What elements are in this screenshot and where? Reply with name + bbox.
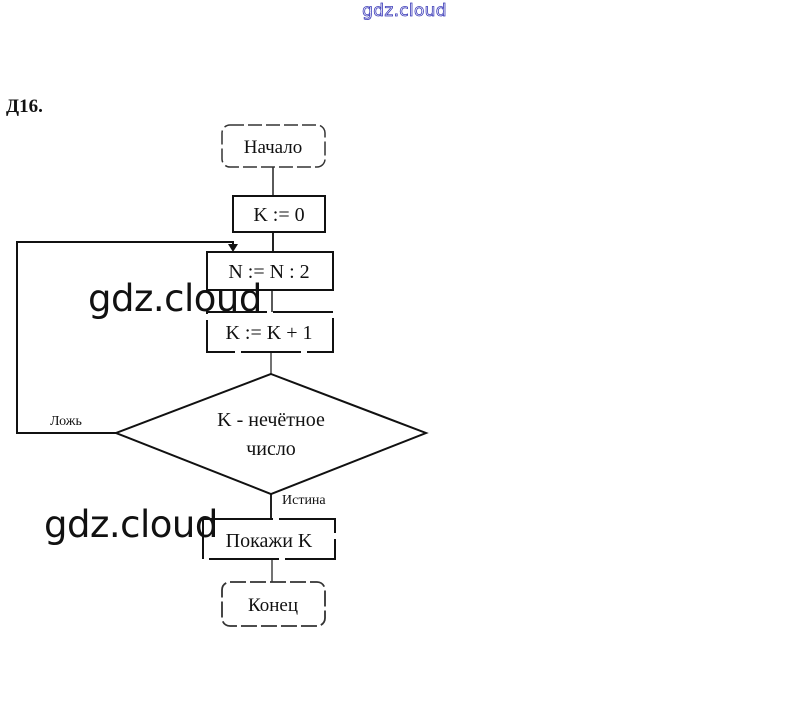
output-show-k-label: Покажи K <box>226 530 313 552</box>
arrow-head-icon <box>228 244 238 252</box>
decision-line2: число <box>246 438 296 460</box>
process-n-halve <box>206 251 334 291</box>
output-show-k <box>202 518 336 560</box>
start-label: Начало <box>244 137 303 158</box>
end-terminator <box>221 581 326 627</box>
watermark-top: gdz.cloud <box>362 1 447 22</box>
process-k-init <box>232 195 326 233</box>
watermark-middle: gdz.cloud <box>88 277 262 320</box>
process-k-init-label: K := 0 <box>253 204 304 226</box>
process-n-halve-label: N := N : 2 <box>228 261 309 283</box>
false-branch-label: Ложь <box>50 414 82 429</box>
decision-line1: K - нечётное <box>217 409 325 431</box>
process-k-increment <box>206 311 334 353</box>
problem-label: Д16. <box>6 96 43 117</box>
start-terminator <box>221 124 326 168</box>
watermark-bottom: gdz.cloud <box>44 503 218 546</box>
decision-k-odd <box>113 372 429 496</box>
true-branch-label: Истина <box>282 493 326 508</box>
end-label: Конец <box>248 595 298 616</box>
process-k-increment-label: K := K + 1 <box>225 322 312 344</box>
